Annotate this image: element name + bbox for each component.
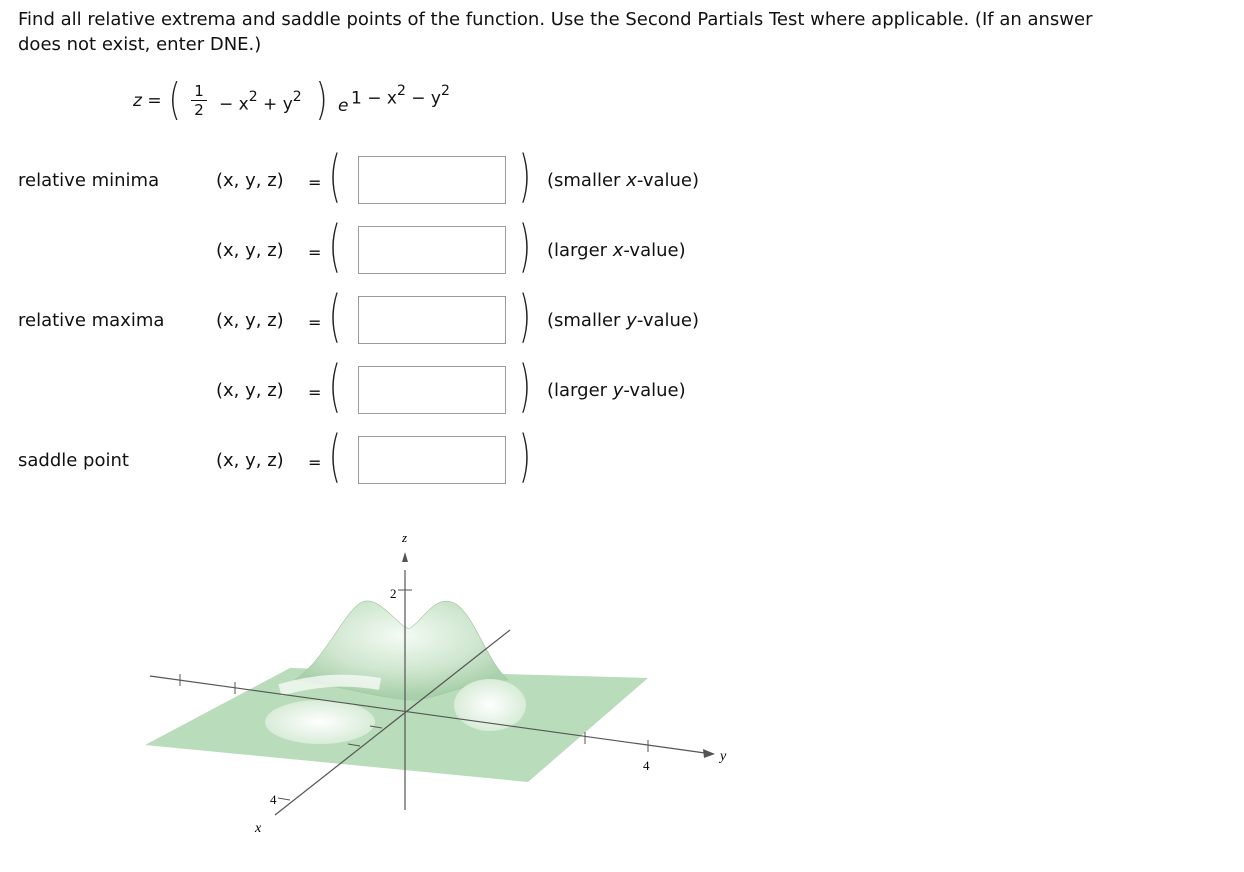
answer-row-max-1: relative maxima (x, y, z) = ( ) (smaller… [0,284,900,352]
z-axis-label: z [401,530,407,545]
left-paren: ( [328,354,341,419]
formula-close-paren: ) [315,74,328,125]
formula-term-x: − x [219,94,249,115]
equals-sign: = [308,313,322,332]
tuple-label: (x, y, z) [216,310,284,331]
answer-row-min-1: relative minima (x, y, z) = ( ) (smaller… [0,144,900,212]
question-line-1: Find all relative extrema and saddle poi… [18,9,1093,30]
fraction-numerator: 1 [194,82,204,100]
fraction-denominator: 2 [194,101,204,119]
answer-input-min-larger-x[interactable] [358,226,506,274]
hint-larger-x: (larger x-value) [547,240,686,261]
right-paren: ) [518,424,531,489]
question-text: Find all relative extrema and saddle poi… [18,7,1218,57]
formula-sup-y: 2 [292,89,302,105]
answer-row-min-2: (x, y, z) = ( ) (larger x-value) [0,214,900,282]
answer-row-max-2: (x, y, z) = ( ) (larger y-value) [0,354,900,422]
formula-term-y: + y [257,94,293,115]
label-saddle-point: saddle point [18,450,129,471]
answer-input-min-smaller-x[interactable] [358,156,506,204]
formula-sup-x: 2 [248,89,258,105]
left-paren: ( [328,144,341,209]
question-line-2: does not exist, enter DNE.) [18,34,262,55]
hint-larger-y: (larger y-value) [547,380,686,401]
formula-equals: = [147,91,162,111]
formula-fraction: 1 2 [191,82,207,119]
x-axis [274,629,511,816]
equals-sign: = [308,173,322,192]
left-paren: ( [328,214,341,279]
right-paren: ) [518,284,531,349]
y-axis [149,675,706,754]
tuple-label: (x, y, z) [216,450,284,471]
left-paren: ( [328,284,341,349]
right-paren: ) [518,144,531,209]
formula-exponent: 1 − x2 − y2 [351,83,450,109]
y-tick-label: 4 [643,758,650,773]
equals-sign: = [308,453,322,472]
z-tick-label: 2 [390,586,397,601]
x-tick-label: 4 [270,792,277,807]
x-axis-label: x [254,821,262,836]
right-paren: ) [518,214,531,279]
answer-input-max-smaller-y[interactable] [358,296,506,344]
y-axis-arrow [703,749,715,758]
hint-smaller-x: (smaller x-value) [547,170,700,191]
left-paren: ( [328,424,341,489]
surface-dip-right [454,679,526,731]
surface-dip-left [265,700,375,744]
hint-smaller-y: (smaller y-value) [547,310,700,331]
right-paren: ) [518,354,531,419]
label-relative-maxima: relative maxima [18,310,165,331]
equals-sign: = [308,383,322,402]
formula-open-paren: ( [168,74,181,125]
y-axis-label: y [718,749,727,764]
z-axis-arrow [402,552,408,562]
label-relative-minima: relative minima [18,170,160,191]
formula-exp-base: e [338,96,349,116]
equals-sign: = [308,243,322,262]
answer-row-saddle: saddle point (x, y, z) = ( ) [0,424,900,492]
answer-input-saddle[interactable] [358,436,506,484]
surface-graph: z 2 y 4 x 4 [145,530,727,836]
formula-lhs: z [133,91,142,111]
tuple-label: (x, y, z) [216,380,284,401]
tuple-label: (x, y, z) [216,170,284,191]
tuple-label: (x, y, z) [216,240,284,261]
answer-input-max-larger-y[interactable] [358,366,506,414]
